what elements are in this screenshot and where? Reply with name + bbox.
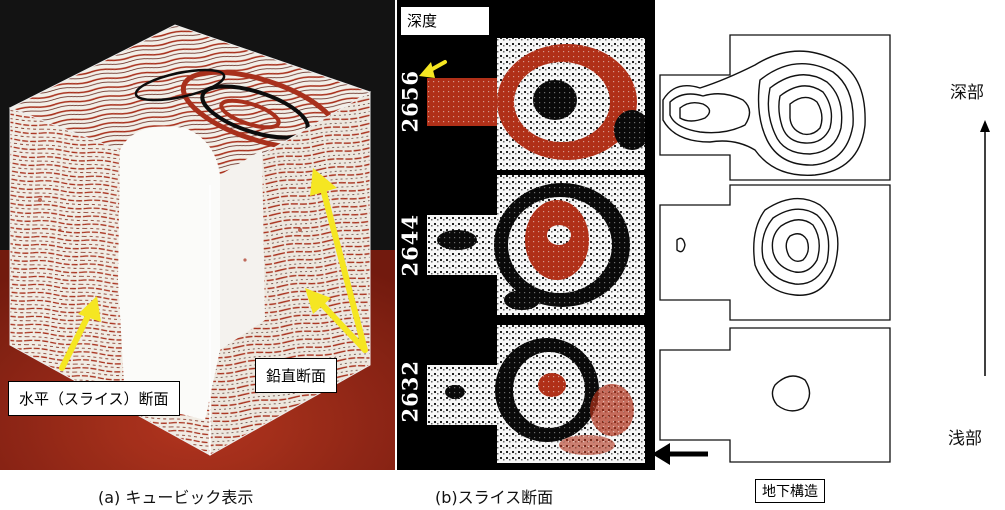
depth-value-2656: 2656 bbox=[397, 70, 423, 133]
caption-slice-sections: (b)スライス断面 bbox=[435, 488, 554, 507]
contour-figure bbox=[655, 30, 895, 470]
shallow-label: 浅部 bbox=[948, 429, 982, 449]
depth-value-2644: 2644 bbox=[397, 214, 423, 277]
vertical-section-label: 鉛直断面 bbox=[255, 358, 338, 393]
horizontal-slice-label: 水平（スライス）断面 bbox=[8, 381, 180, 416]
depth-label: 深度 bbox=[400, 6, 490, 36]
depth-direction-arrow bbox=[980, 120, 990, 376]
caption-cubic-display: (a) キュービック表示 bbox=[98, 488, 254, 507]
caption-subsurface-structure: 地下構造 bbox=[755, 479, 825, 503]
slice-figure bbox=[397, 0, 655, 470]
depth-value-2632: 2632 bbox=[397, 360, 423, 423]
contour-maps bbox=[659, 34, 891, 463]
slice-panels bbox=[397, 0, 655, 470]
deep-label: 深部 bbox=[950, 83, 984, 103]
pointer-arrow bbox=[652, 443, 708, 465]
